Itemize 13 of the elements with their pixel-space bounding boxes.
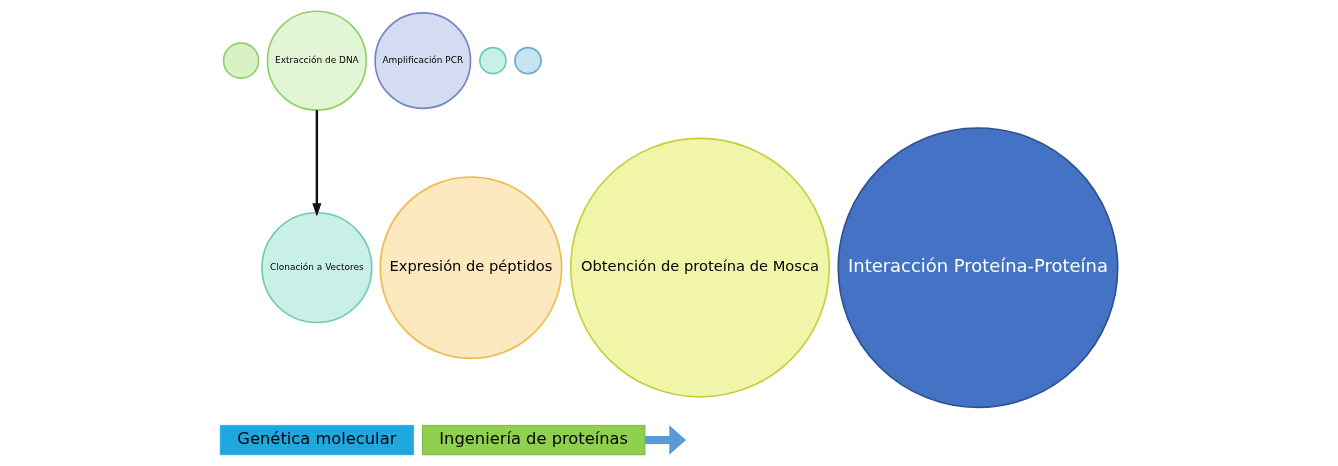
node-box: Genética molecular xyxy=(219,424,414,456)
node-box: Ingeniería de proteínas xyxy=(422,424,646,456)
node-circle: Obtención de proteína de Mosca xyxy=(569,137,831,398)
node-circle xyxy=(222,42,260,79)
arrow xyxy=(645,425,687,455)
node-circle: Extracción de DNA xyxy=(266,10,368,111)
node-circle: Interacción Proteína-Proteína xyxy=(837,127,1119,409)
node-circle xyxy=(479,46,507,75)
arrow xyxy=(312,110,322,217)
node-circle: Amplificación PCR xyxy=(374,12,472,110)
node-circle: Clonación a Vectores xyxy=(261,212,373,324)
node-circle: Expresión de péptidos xyxy=(379,176,563,360)
node-circle xyxy=(514,46,542,75)
